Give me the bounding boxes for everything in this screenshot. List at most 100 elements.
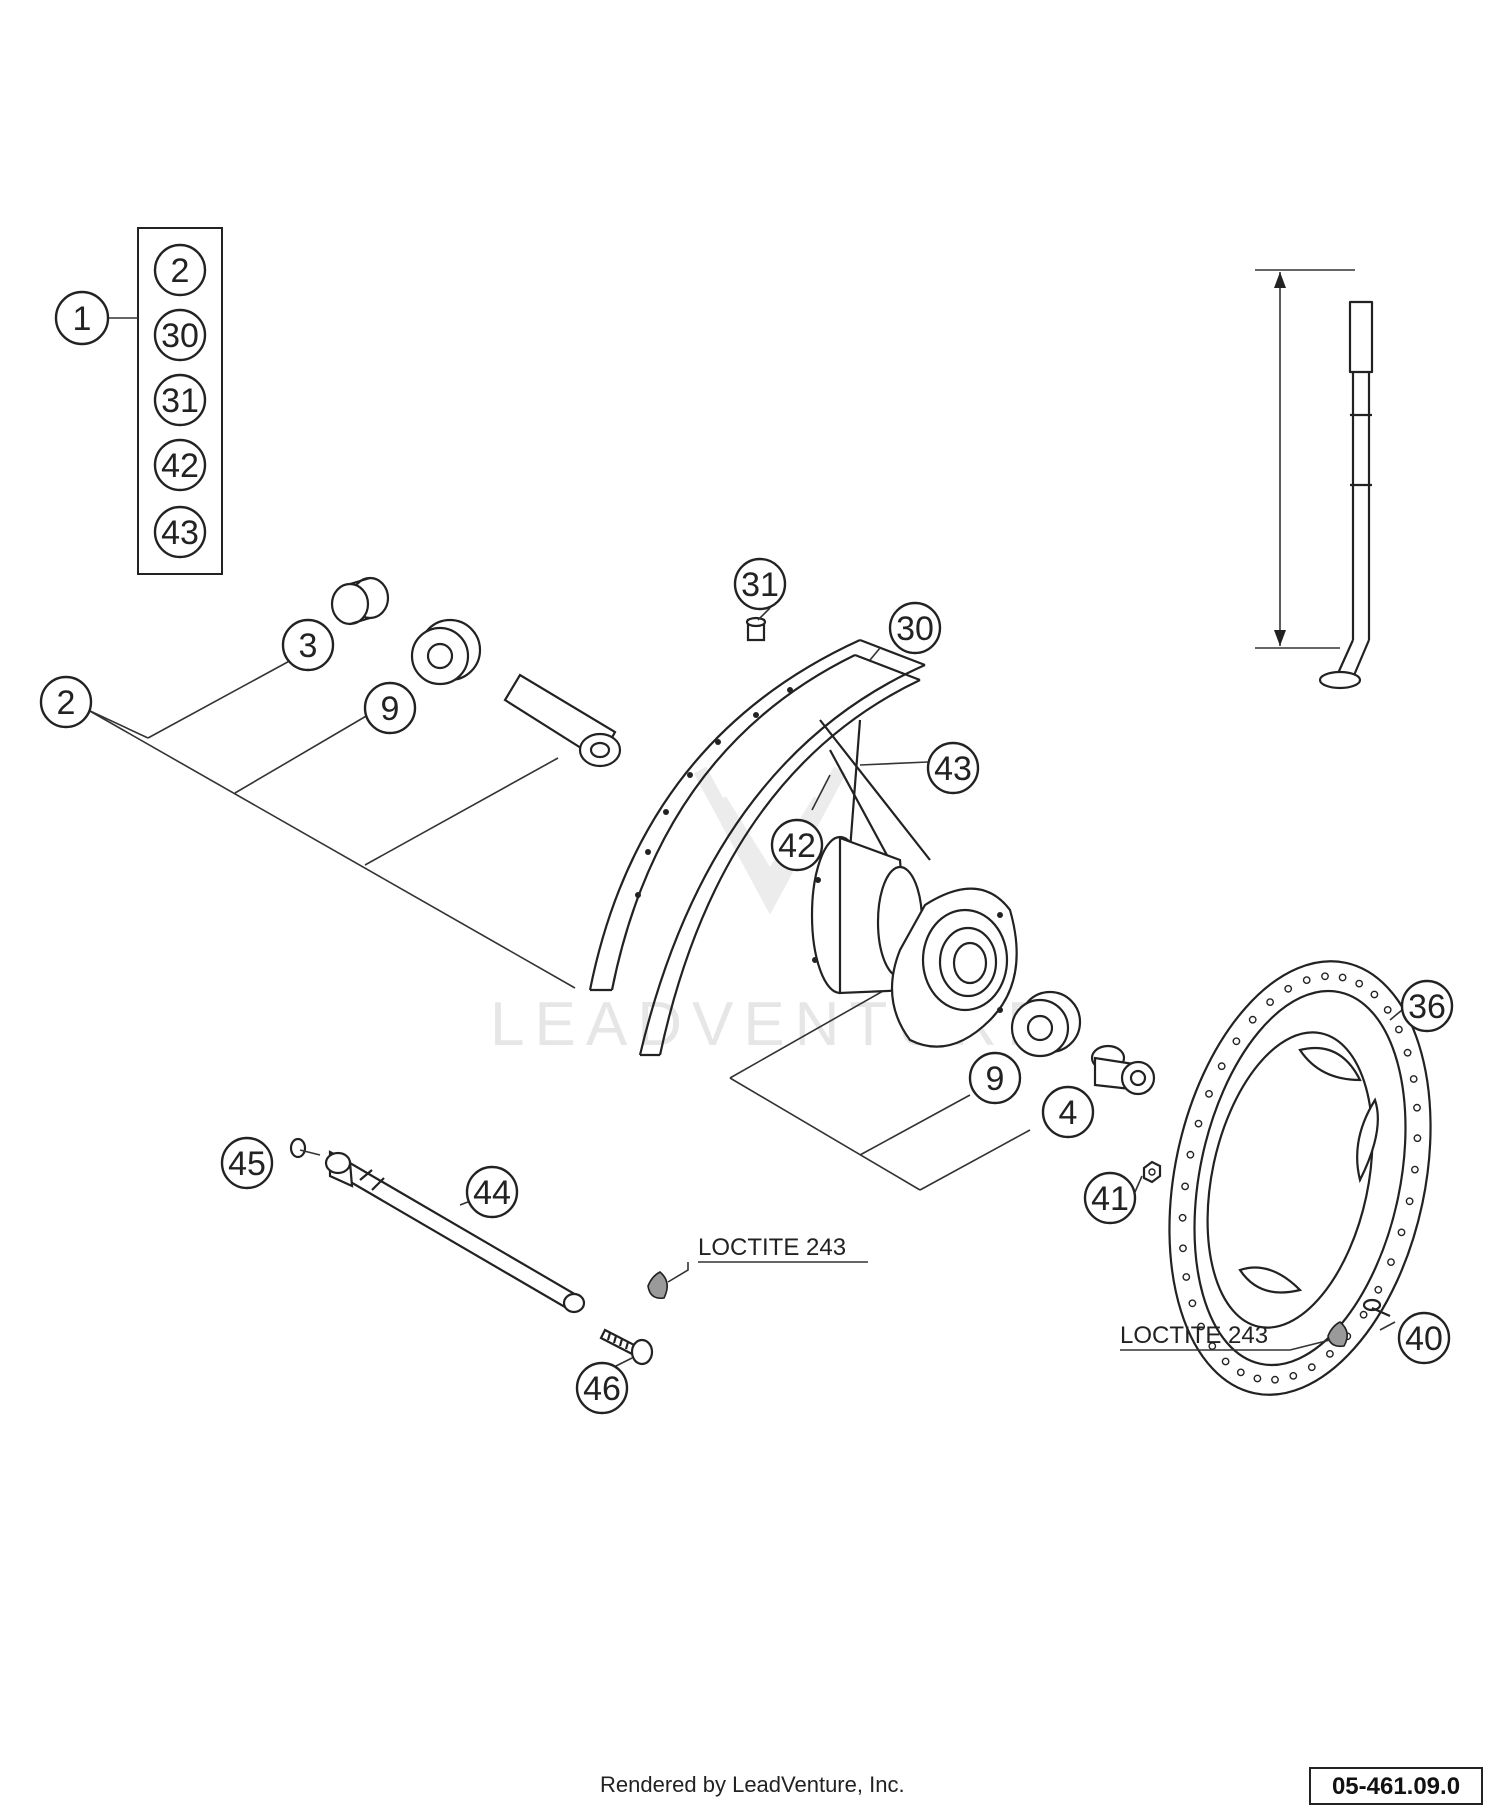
- spokes-part-42-43[interactable]: [819, 719, 931, 871]
- callout-31-label: 31: [741, 566, 779, 604]
- kit-item-42[interactable]: 42: [153, 438, 207, 492]
- kit-bracket-box: [137, 227, 223, 575]
- disc-vent-hole: [1248, 1015, 1257, 1024]
- disc-vent-hole: [1326, 1350, 1334, 1358]
- callout-42-label: 42: [778, 827, 816, 865]
- disc-vent-hole: [1370, 990, 1379, 999]
- callout-40-label: 40: [1405, 1320, 1443, 1358]
- callout-9-upper-label: 9: [381, 690, 400, 728]
- disc-vent-hole: [1405, 1197, 1414, 1206]
- bearing-part-9-upper[interactable]: [410, 618, 482, 686]
- disc-vent-hole: [1205, 1090, 1213, 1098]
- callout-3[interactable]: 3: [281, 618, 335, 672]
- callout-4-label: 4: [1059, 1094, 1078, 1132]
- nipple-part-31[interactable]: [745, 616, 767, 642]
- disc-vent-hole: [1359, 1310, 1368, 1319]
- leader-lines: [87, 657, 1031, 1191]
- disc-vent-hole: [1397, 1228, 1406, 1237]
- disc-vent-hole: [1411, 1165, 1419, 1174]
- callout-30-label: 30: [896, 610, 934, 648]
- callout-9-lower[interactable]: 9: [968, 1051, 1022, 1105]
- kit-item-31[interactable]: 31: [153, 373, 207, 427]
- plug-part-45[interactable]: [289, 1137, 307, 1159]
- disc-vent-hole: [1338, 973, 1347, 982]
- disc-vent-hole: [1217, 1062, 1226, 1071]
- nut-part-41[interactable]: [1142, 1160, 1162, 1184]
- spacer-part-4[interactable]: [1090, 1044, 1156, 1096]
- callout-43[interactable]: 43: [926, 741, 980, 795]
- disc-vent-hole: [1221, 1357, 1230, 1366]
- kit-item-43[interactable]: 43: [153, 505, 207, 559]
- disc-vent-hole: [1188, 1299, 1197, 1308]
- bolt-part-46[interactable]: [599, 1328, 654, 1366]
- callout-40[interactable]: 40: [1397, 1311, 1451, 1365]
- axle-part-44[interactable]: [324, 1150, 586, 1314]
- kit-group: 1 2 30 31 42 43: [54, 227, 223, 575]
- callout-1[interactable]: 1: [54, 290, 110, 346]
- disc-vent-hole: [1374, 1285, 1383, 1294]
- disc-vent-hole: [1307, 1363, 1316, 1372]
- callout-2-label: 2: [57, 684, 76, 722]
- screw-part-40[interactable]: [1362, 1298, 1391, 1318]
- kit-item-42-label: 42: [161, 447, 199, 485]
- disc-vent-hole: [1266, 998, 1275, 1006]
- disc-vent-hole: [1236, 1368, 1245, 1377]
- callout-41-label: 41: [1091, 1180, 1129, 1218]
- loctite-drop-right: [1327, 1321, 1348, 1348]
- loctite-note-left: LOCTITE 243: [698, 1234, 846, 1261]
- disc-vent-hole: [1413, 1103, 1421, 1112]
- callout-46[interactable]: 46: [575, 1361, 629, 1415]
- hub[interactable]: [810, 835, 1018, 1048]
- kit-item-30[interactable]: 30: [153, 308, 207, 362]
- callout-leaders: [299, 607, 1409, 1369]
- kit-item-2-label: 2: [171, 252, 190, 290]
- callout-43-label: 43: [934, 750, 972, 788]
- distance-tube[interactable]: [503, 673, 622, 768]
- callout-30[interactable]: 30: [888, 601, 942, 655]
- disc-vent-hole: [1387, 1258, 1395, 1267]
- loctite-note-right: LOCTITE 243: [1120, 1322, 1268, 1349]
- callout-3-label: 3: [299, 627, 318, 665]
- diagram-code: 05-461.09.0: [1332, 1773, 1460, 1800]
- disc-vent-hole: [1186, 1150, 1195, 1159]
- callout-42[interactable]: 42: [770, 818, 824, 872]
- spoke-dimension-figure: [1255, 269, 1374, 690]
- disc-vent-hole: [1181, 1182, 1190, 1191]
- callout-1-label: 1: [73, 300, 92, 338]
- loctite-drop-left: [647, 1271, 668, 1300]
- disc-vent-hole: [1271, 1375, 1279, 1384]
- disc-vent-hole: [1197, 1322, 1206, 1331]
- brake-disc-part-36[interactable]: [1132, 937, 1468, 1419]
- kit-item-2[interactable]: 2: [153, 243, 207, 297]
- disc-vent-hole: [1409, 1075, 1418, 1083]
- disc-vent-hole: [1355, 979, 1364, 988]
- diagram-code-box: 05-461.09.0: [1309, 1767, 1483, 1805]
- disc-vent-hole: [1321, 972, 1329, 981]
- callout-9-upper[interactable]: 9: [363, 681, 417, 735]
- callout-45[interactable]: 45: [220, 1136, 274, 1190]
- kit-item-43-label: 43: [161, 514, 199, 552]
- disc-vent-hole: [1232, 1037, 1241, 1046]
- rendered-by-text: Rendered by LeadVenture, Inc.: [600, 1772, 905, 1797]
- disc-vent-hole: [1179, 1244, 1187, 1253]
- callout-44-label: 44: [473, 1174, 511, 1212]
- callout-9-lower-label: 9: [986, 1060, 1005, 1098]
- callout-31[interactable]: 31: [733, 557, 787, 611]
- disc-vent-hole: [1289, 1372, 1298, 1380]
- kit-item-31-label: 31: [161, 382, 199, 420]
- disc-vent-hole: [1194, 1119, 1203, 1128]
- disc-vent-hole: [1182, 1273, 1191, 1281]
- callout-44[interactable]: 44: [465, 1165, 519, 1219]
- callout-4[interactable]: 4: [1041, 1085, 1095, 1139]
- disc-vent-hole: [1178, 1213, 1187, 1222]
- bearing-part-9-lower[interactable]: [1010, 990, 1082, 1058]
- rim-part-30[interactable]: [588, 638, 926, 1057]
- callout-36[interactable]: 36: [1400, 979, 1454, 1033]
- kit-item-30-label: 30: [161, 317, 199, 355]
- disc-vent-hole: [1383, 1006, 1392, 1014]
- spacer-part-3[interactable]: [330, 576, 390, 626]
- callout-2[interactable]: 2: [39, 675, 93, 729]
- callout-41[interactable]: 41: [1083, 1171, 1137, 1225]
- disc-vent-hole: [1413, 1134, 1422, 1143]
